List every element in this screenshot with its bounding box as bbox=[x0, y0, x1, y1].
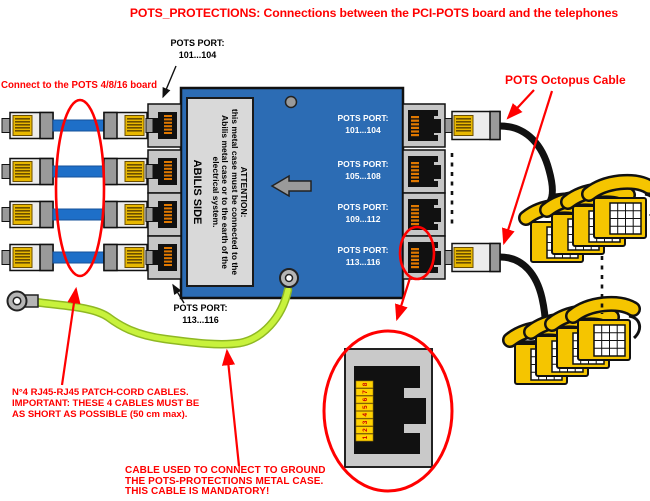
abilis-side-label: ABILIS SIDE bbox=[191, 159, 204, 225]
port-label-line1: POTS PORT: bbox=[337, 202, 389, 212]
port-label-line2: 101...104 bbox=[345, 125, 381, 135]
port-label-line2: 109...112 bbox=[345, 214, 381, 224]
ring-terminal bbox=[6, 290, 39, 312]
patch-cord-3 bbox=[2, 202, 153, 228]
attention-heading: ATTENTION: bbox=[238, 166, 249, 218]
bottom-port-label-arrow bbox=[172, 283, 185, 304]
port-113-116-highlight-circle bbox=[398, 225, 436, 281]
pots-port-bottom-label: POTS PORT: 113...116 bbox=[153, 303, 248, 326]
octopus-plug-1 bbox=[445, 112, 500, 140]
case-screw bbox=[284, 95, 298, 109]
pots-port-top-label: POTS PORT: 101...104 bbox=[150, 38, 245, 61]
pin-label: 7 bbox=[362, 390, 369, 394]
board-port-label-105-108: POTS PORT: 105...108 bbox=[328, 158, 398, 182]
pin-label: 6 bbox=[362, 397, 369, 401]
ground-note-line1: CABLE USED TO CONNECT TO GROUND bbox=[125, 465, 326, 476]
ground-note-line2: THE POTS-PROTECTIONS METAL CASE. bbox=[125, 475, 324, 487]
board-port-label-113-116: POTS PORT: 113...116 bbox=[328, 244, 398, 268]
rj45-port-right-113-116 bbox=[402, 235, 446, 280]
left-arrow-glyph bbox=[270, 174, 312, 198]
patch-note-line2: IMPORTANT: THESE 4 CABLES MUST BE bbox=[12, 398, 200, 410]
pin-label: 3 bbox=[362, 420, 369, 424]
pin-label: 4 bbox=[362, 413, 369, 417]
pin-label: 5 bbox=[362, 405, 369, 409]
port-label-line2: 105...108 bbox=[345, 171, 381, 181]
board-port-label-101-104: POTS PORT: 101...104 bbox=[328, 112, 398, 136]
pinout-detail-oval bbox=[322, 329, 454, 493]
pots-port-bottom-line2: 113...116 bbox=[182, 314, 219, 325]
board-port-label-109-112: POTS PORT: 109...112 bbox=[328, 201, 398, 225]
octopus-plug-4 bbox=[445, 244, 500, 272]
port-label-line1: POTS PORT: bbox=[337, 245, 389, 255]
patch-cord-2 bbox=[2, 159, 153, 185]
rj45-pinout-detail: 8 7 6 5 4 3 2 1 bbox=[344, 348, 433, 468]
patch-note-line1: N°4 RJ45-RJ45 PATCH-CORD CABLES. bbox=[12, 387, 189, 398]
attention-body: this metal case must be connected to the… bbox=[210, 108, 240, 276]
pin-label: 1 bbox=[362, 435, 369, 439]
port-label-line1: POTS PORT: bbox=[337, 113, 389, 123]
telephone bbox=[589, 182, 650, 238]
patch-cables-note: N°4 RJ45-RJ45 PATCH-CORD CABLES. IMPORTA… bbox=[12, 387, 199, 421]
patch-cord-1 bbox=[2, 113, 153, 139]
pin-label: 2 bbox=[362, 428, 369, 432]
ground-cable-note: CABLE USED TO CONNECT TO GROUND THE POTS… bbox=[125, 465, 326, 498]
port-label-line2: 113...116 bbox=[345, 257, 381, 267]
pots-port-bottom-line1: POTS PORT: bbox=[173, 303, 228, 313]
connect-board-label: Connect to the POTS 4/8/16 board bbox=[1, 80, 158, 91]
patch-cables-highlight-oval bbox=[54, 98, 106, 278]
octopus-arrow-1 bbox=[506, 89, 535, 120]
rj45-port-right-105-108 bbox=[402, 149, 446, 194]
rj45-port-right-101-104 bbox=[402, 103, 446, 148]
patch-note-line3: AS SHORT AS POSSIBLE (50 cm max). bbox=[12, 409, 188, 421]
top-port-label-arrow bbox=[162, 65, 177, 99]
ground-note-arrow bbox=[221, 348, 241, 467]
pots-port-top-line2: 101...104 bbox=[178, 49, 217, 60]
page-title: POTS_PROTECTIONS: Connections between th… bbox=[129, 6, 619, 20]
octopus-arrow-2 bbox=[502, 90, 554, 246]
pots-port-top-line1: POTS PORT: bbox=[170, 38, 225, 48]
ground-post bbox=[279, 268, 299, 288]
port-label-line1: POTS PORT: bbox=[337, 159, 389, 169]
ground-note-line3: THIS CABLE IS MANDATORY! bbox=[125, 486, 270, 498]
ground-cable bbox=[23, 285, 293, 349]
attention-panel: ATTENTION: this metal case must be conne… bbox=[186, 97, 254, 287]
octopus-cable-label: POTS Octopus Cable bbox=[505, 73, 626, 87]
patch-note-arrow bbox=[60, 286, 81, 386]
detail-pointer-arrow bbox=[395, 277, 412, 322]
patch-cord-4 bbox=[2, 245, 153, 271]
pin-label: 8 bbox=[362, 382, 369, 386]
